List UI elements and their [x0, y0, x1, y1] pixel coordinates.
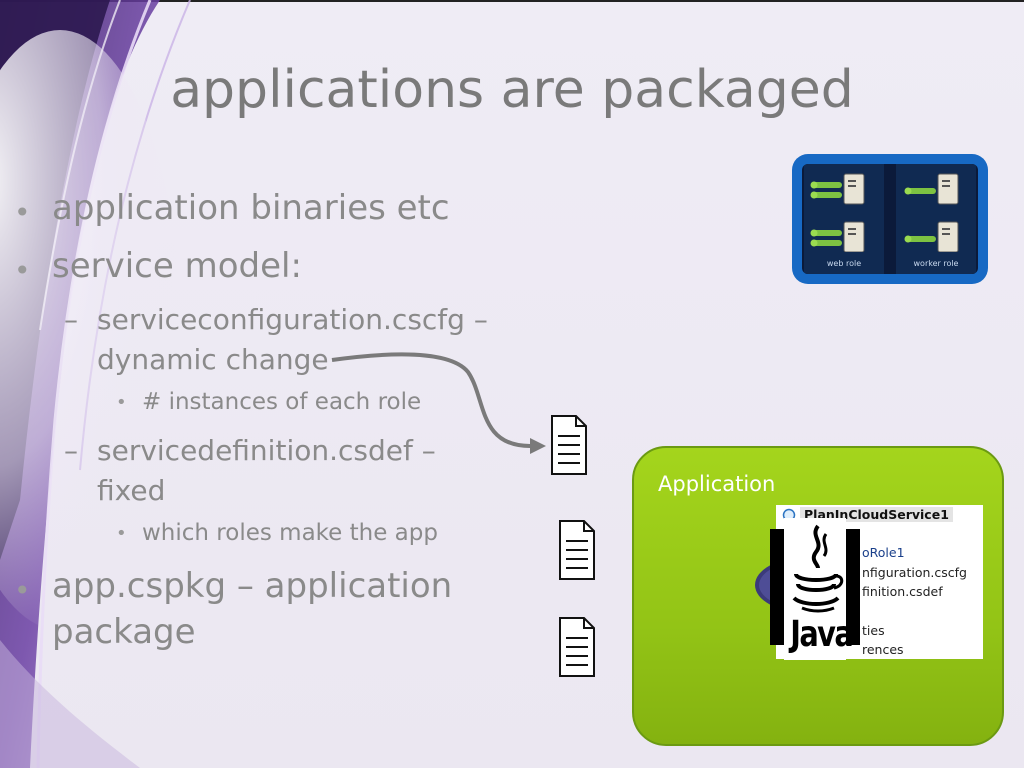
web-role-label: web role — [826, 259, 862, 268]
sub-item-csdef-line1: servicedefinition.csdef – — [97, 434, 436, 467]
bullet-app-cspkg-line2: package — [52, 612, 196, 652]
worker-role-servers-icon — [904, 173, 959, 252]
worker-role-label: worker role — [913, 259, 959, 268]
black-bar-right — [845, 529, 860, 645]
java-cup-icon — [792, 524, 844, 613]
web-role-servers-icon — [810, 173, 865, 252]
bullet-service-model: service model: — [52, 246, 302, 286]
worker-role-pane: worker role — [896, 164, 976, 274]
explorer-row: rences — [862, 642, 904, 657]
sub-dash: – — [64, 434, 78, 467]
black-bar-left — [770, 529, 786, 645]
application-label: Application — [658, 472, 776, 496]
bullet-app-cspkg-line1: app.cspkg – application — [52, 566, 453, 606]
roles-diagram-inner: web role worker role — [802, 164, 978, 274]
document-icon — [559, 520, 595, 580]
bullet-application-binaries: application binaries etc — [52, 188, 450, 228]
explorer-row: nfiguration.cscfg — [862, 565, 967, 580]
bullet-dot: • — [14, 254, 31, 287]
sub-item-cscfg-line2: dynamic change — [97, 343, 329, 376]
web-role-pane: web role — [804, 164, 884, 274]
explorer-row: ties — [862, 623, 885, 638]
bullet-dot: • — [14, 196, 31, 229]
java-logo: Java — [784, 518, 854, 660]
bullet-dot: • — [116, 523, 127, 544]
bullet-dot: • — [14, 574, 31, 607]
document-icon — [551, 415, 587, 475]
sub-dash: – — [64, 303, 78, 336]
document-icon — [559, 617, 595, 677]
purple-swoosh-decoration — [0, 0, 191, 768]
slide-title: applications are packaged — [170, 60, 854, 120]
explorer-row: finition.csdef — [862, 584, 943, 599]
sub-item-csdef-line2: fixed — [97, 474, 166, 507]
sub-item-cscfg-line1: serviceconfiguration.cscfg – — [97, 303, 488, 336]
curved-arrow-icon — [331, 352, 546, 454]
top-border — [0, 0, 1024, 2]
bullet-dot: • — [116, 392, 127, 413]
sub-sub-item-roles: which roles make the app — [142, 520, 438, 546]
sub-sub-item-instances: # instances of each role — [142, 389, 422, 415]
roles-diagram: web role worker role — [792, 154, 988, 284]
java-wordmark: Java — [790, 614, 854, 655]
explorer-row: oRole1 — [862, 545, 905, 560]
